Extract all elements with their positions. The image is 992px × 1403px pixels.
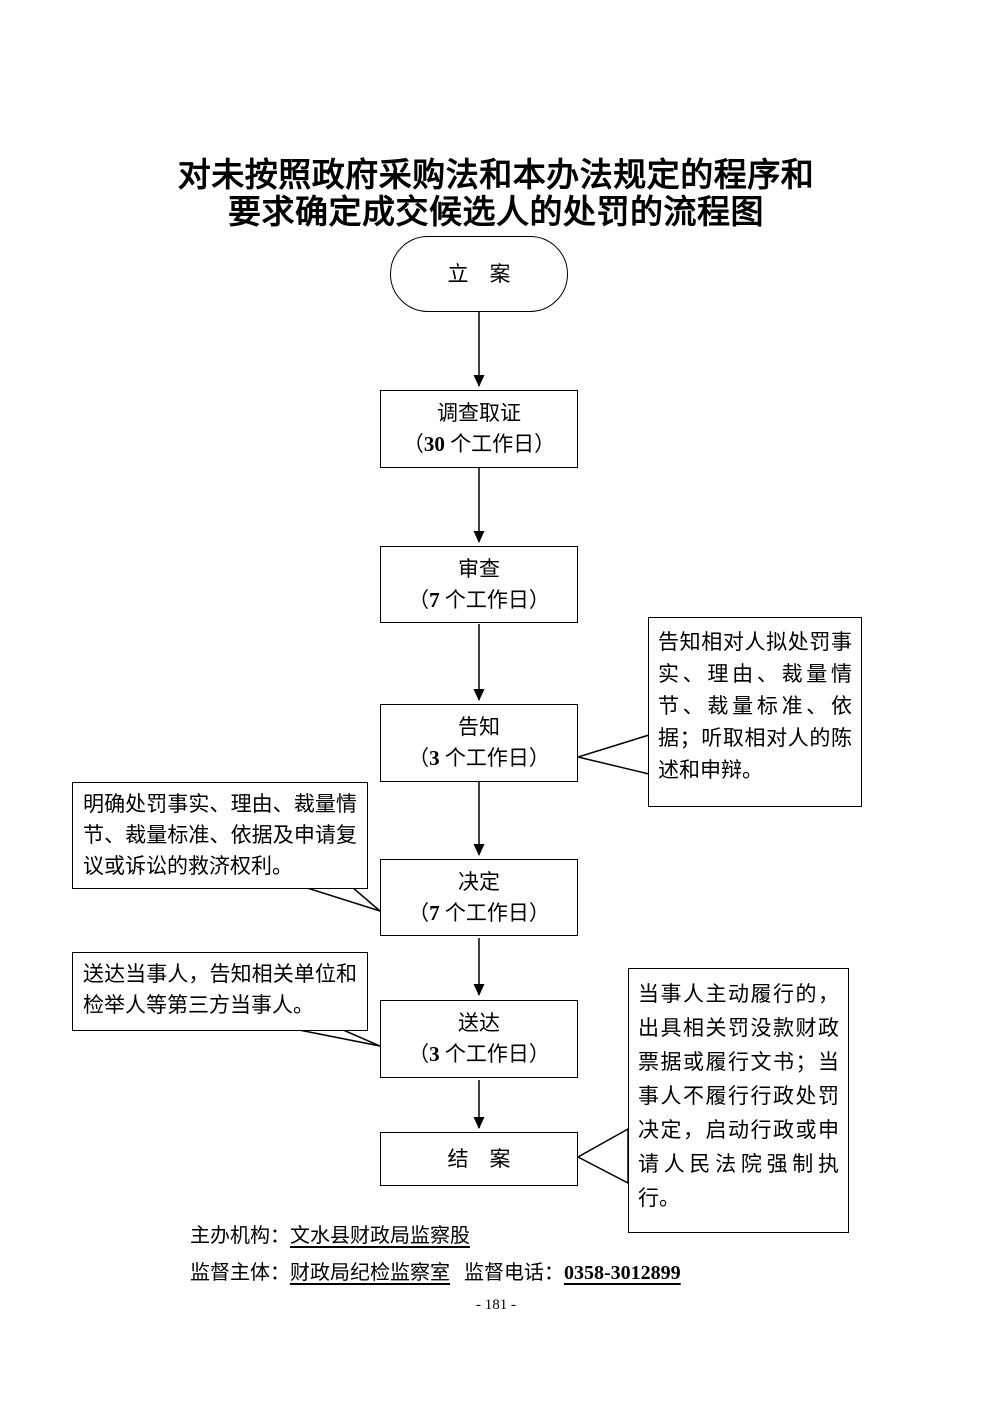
node-start-label: 立 案 xyxy=(447,261,511,286)
callout-pointer-decision xyxy=(303,886,381,912)
page-title-line-1: 对未按照政府采购法和本办法规定的程序和 xyxy=(177,158,815,194)
footer-organizer: 主办机构：文水县财政局监察股 xyxy=(190,1222,470,1250)
duration-open: （ xyxy=(408,587,430,612)
callout-delivery-note: 送达当事人，告知相关单位和检举人等第三方当事人。 xyxy=(72,952,368,1031)
footer-supervisor-label: 监督主体： xyxy=(190,1262,290,1284)
callout-pointer-delivery xyxy=(293,1028,381,1047)
page-title: 对未按照政府采购法和本办法规定的程序和 要求确定成交候选人的处罚的流程图 xyxy=(0,158,992,232)
node-decision-duration: （7 个工作日） xyxy=(408,898,550,929)
duration-number: 3 xyxy=(429,1042,440,1066)
duration-unit: 个工作日） xyxy=(439,746,550,770)
duration-unit: 个工作日） xyxy=(444,432,556,456)
node-review-label: 审查 xyxy=(458,556,500,581)
node-closing-label: 结 案 xyxy=(447,1146,511,1171)
callout-decision-note: 明确处罚事实、理由、裁量情节、裁量标准、依据及申请复议或诉讼的救济权利。 xyxy=(72,782,368,889)
duration-number: 3 xyxy=(429,746,440,770)
callout-delivery-text: 送达当事人，告知相关单位和检举人等第三方当事人。 xyxy=(83,962,357,1017)
footer-phone-value: 0358-3012899 xyxy=(564,1262,681,1284)
node-decision: 决定 （7 个工作日） xyxy=(380,859,578,936)
node-notification: 告知 （3 个工作日） xyxy=(380,704,578,782)
duration-number: 7 xyxy=(429,900,440,925)
node-investigation-label: 调查取证 xyxy=(437,401,521,425)
node-delivery-duration: （3 个工作日） xyxy=(408,1039,550,1070)
node-investigation-duration: （30 个工作日） xyxy=(403,429,555,460)
callout-closing-text: 当事人主动履行的，出具相关罚没款财政票据或履行文书；当事人不履行行政处罚决定，启… xyxy=(638,982,839,1210)
node-review-duration: （7 个工作日） xyxy=(408,585,550,616)
node-delivery: 送达 （3 个工作日） xyxy=(380,1000,578,1078)
footer-supervisor-value: 财政局纪检监察室 xyxy=(290,1262,450,1284)
duration-open: （ xyxy=(402,432,424,456)
duration-unit: 个工作日） xyxy=(439,1042,550,1066)
node-delivery-label: 送达 xyxy=(458,1011,500,1035)
duration-open: （ xyxy=(408,900,430,925)
footer-phone-label: 监督电话： xyxy=(464,1262,564,1284)
callout-notification-note: 告知相对人拟处罚事实、理由、裁量情节、裁量标准、依据；听取相对人的陈述和申辩。 xyxy=(648,617,862,807)
callout-notification-text: 告知相对人拟处罚事实、理由、裁量情节、裁量标准、依据；听取相对人的陈述和申辩。 xyxy=(658,630,852,782)
footer-supervisor: 监督主体：财政局纪检监察室监督电话：0358-3012899 xyxy=(190,1259,681,1287)
duration-number: 7 xyxy=(429,587,440,612)
page-title-line-2: 要求确定成交候选人的处罚的流程图 xyxy=(228,195,764,231)
duration-unit: 个工作日） xyxy=(439,587,550,612)
footer-organizer-value: 文水县财政局监察股 xyxy=(290,1225,470,1247)
callout-pointer-notification xyxy=(575,733,650,775)
duration-open: （ xyxy=(408,1042,430,1066)
node-closing: 结 案 xyxy=(380,1132,578,1186)
callout-pointer-closing xyxy=(576,1127,629,1185)
callout-decision-text: 明确处罚事实、理由、裁量情节、裁量标准、依据及申请复议或诉讼的救济权利。 xyxy=(83,792,357,878)
node-start: 立 案 xyxy=(390,236,568,312)
node-notification-label: 告知 xyxy=(458,715,500,739)
node-investigation: 调查取证 （30 个工作日） xyxy=(380,390,578,468)
duration-open: （ xyxy=(408,746,430,770)
node-review: 审查 （7 个工作日） xyxy=(380,546,578,623)
duration-number: 30 xyxy=(423,432,445,456)
node-notification-duration: （3 个工作日） xyxy=(408,743,550,774)
node-decision-label: 决定 xyxy=(458,869,500,894)
page-number: - 181 - xyxy=(476,1297,516,1313)
callout-closing-note: 当事人主动履行的，出具相关罚没款财政票据或履行文书；当事人不履行行政处罚决定，启… xyxy=(628,968,849,1233)
footer-organizer-label: 主办机构： xyxy=(190,1225,290,1247)
duration-unit: 个工作日） xyxy=(439,900,550,925)
